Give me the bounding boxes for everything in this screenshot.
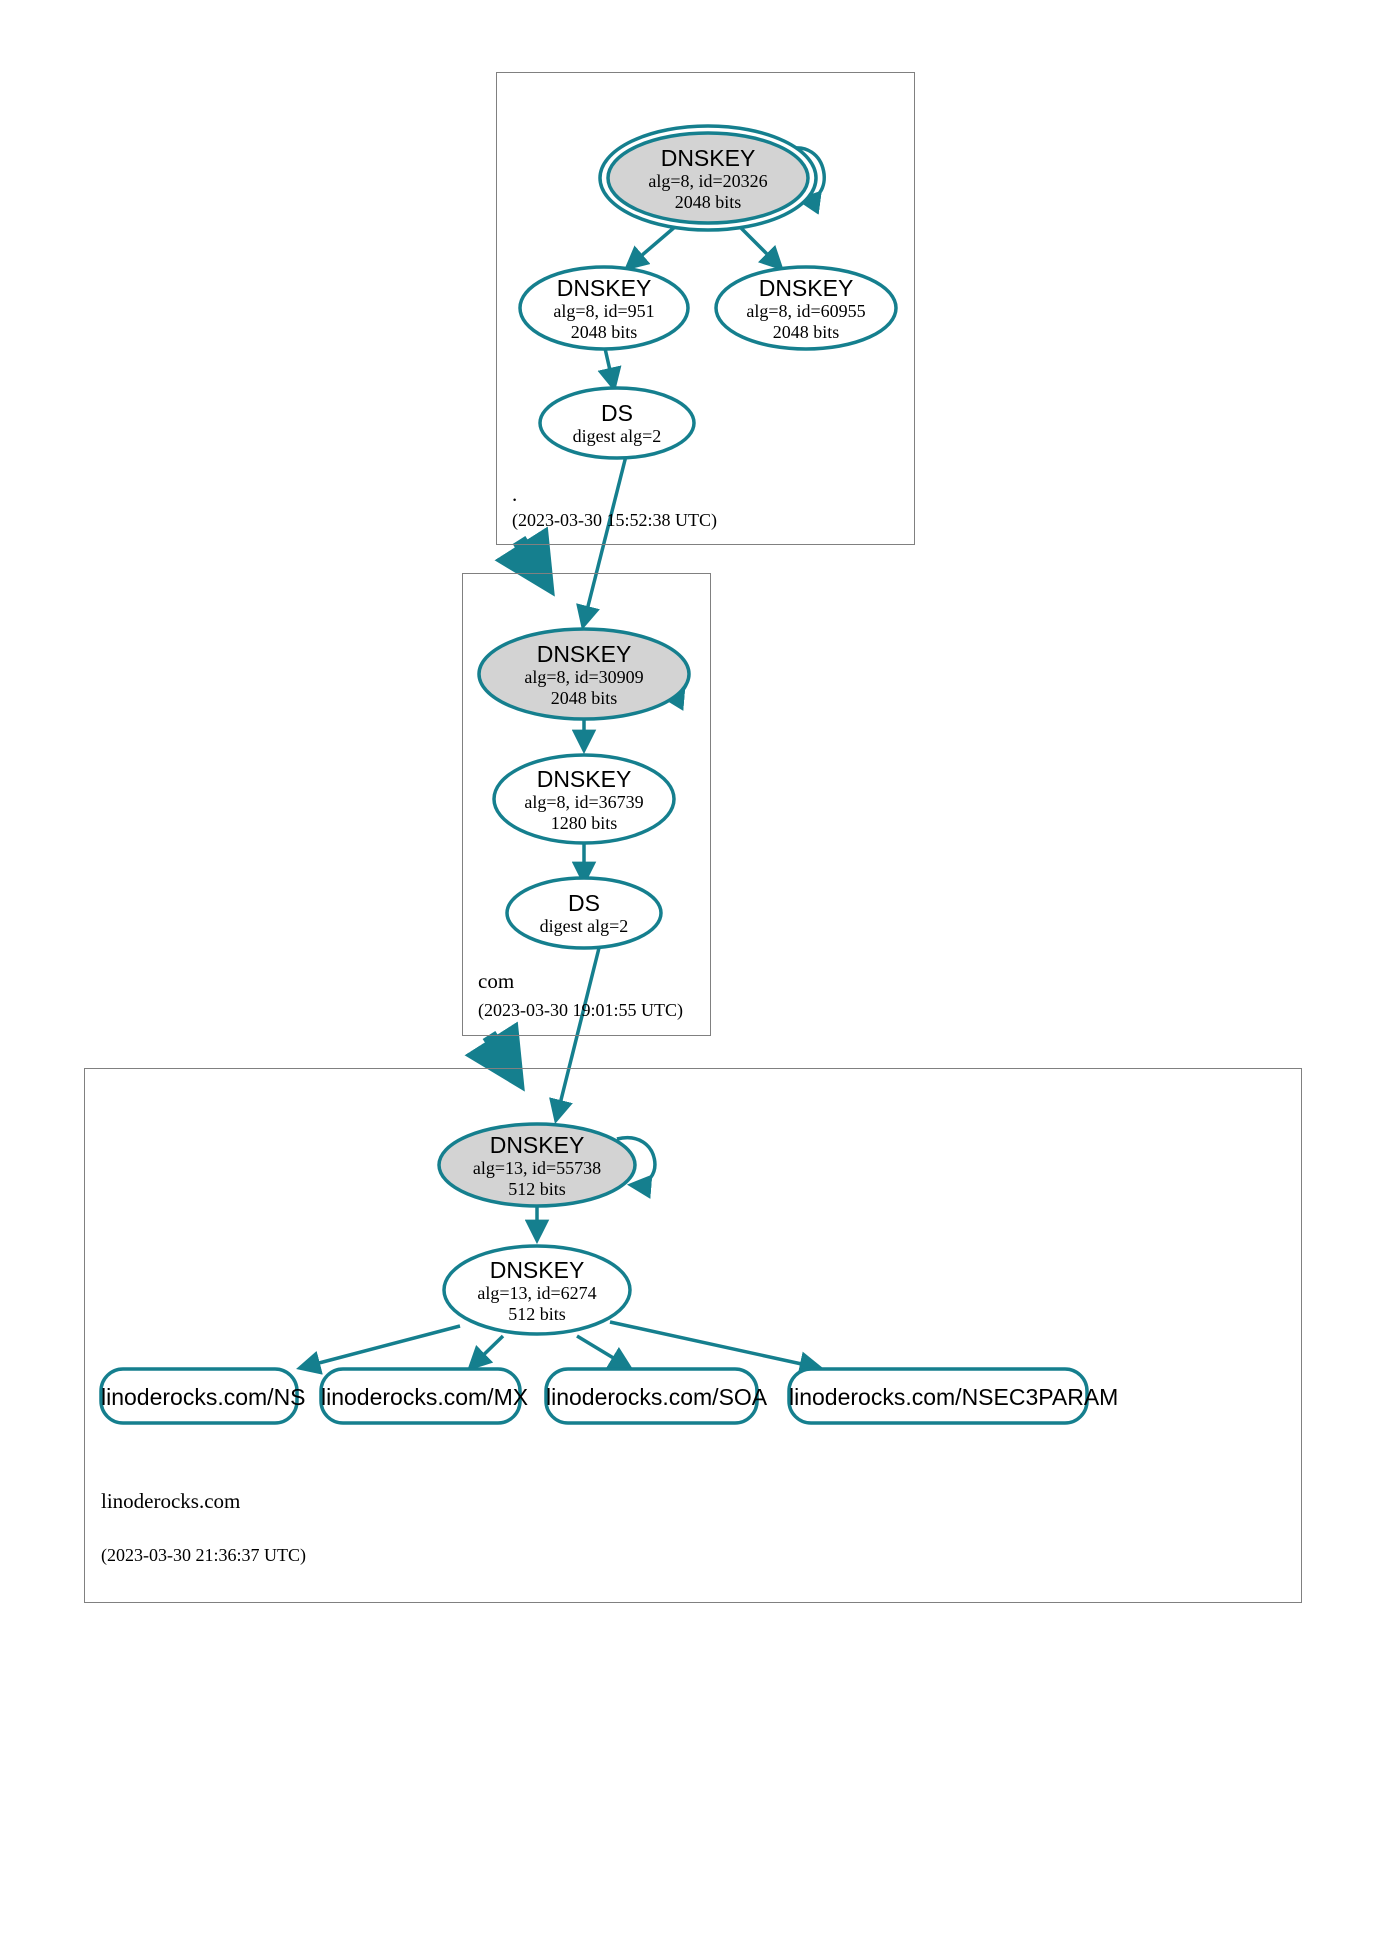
node-com-ksk[interactable] [477,627,691,721]
node-root-ds[interactable] [538,386,696,460]
node-root-zsk-60955[interactable] [714,265,898,351]
zone-box-com [462,573,711,1036]
edge-zone-com-to-linoderocks [464,1021,525,1092]
edge-lr-ksk-self-loop [616,1135,657,1199]
node-root-zsk-951[interactable] [518,265,690,351]
zone-label-root: . [512,482,518,506]
node-rrset-soa[interactable] [544,1367,759,1425]
node-rrset-nsec3param[interactable] [787,1367,1089,1425]
zone-timestamp-com: (2023-03-30 19:01:55 UTC) [478,1000,683,1020]
edge-zone-root-to-com [494,526,555,597]
node-rrset-mx[interactable] [319,1367,522,1425]
edge-lr-zsk-to-soa [576,1334,634,1371]
edge-root-ksk-to-zsk60955 [738,225,784,271]
edge-root-ksk-to-zsk951 [623,224,678,271]
zone-label-com: com [478,969,515,993]
node-linoderocks-ksk[interactable] [437,1122,637,1208]
zone-label-linoderocks: linoderocks.com [101,1489,241,1513]
node-com-zsk[interactable] [492,753,676,845]
zone-timestamp-linoderocks: (2023-03-30 21:36:37 UTC) [101,1545,306,1565]
node-linoderocks-zsk[interactable] [442,1244,632,1336]
zone-box-linoderocks [84,1068,1302,1603]
edge-lr-zsk-to-mx [467,1334,505,1371]
node-root-ksk[interactable] [606,131,810,225]
node-rrset-ns[interactable] [99,1367,299,1425]
zone-box-root [496,72,915,545]
edge-lr-zsk-to-ns [296,1324,461,1375]
node-com-ds[interactable] [505,876,663,950]
edge-lr-zsk-to-nsec3param [609,1320,824,1376]
edge-root-ds-to-com-ksk [576,451,629,630]
edge-root-zsk951-to-ds [597,343,622,392]
zone-timestamp-root: (2023-03-30 15:52:38 UTC) [512,510,717,530]
edge-com-ds-to-linoderocks-ksk [549,943,602,1124]
